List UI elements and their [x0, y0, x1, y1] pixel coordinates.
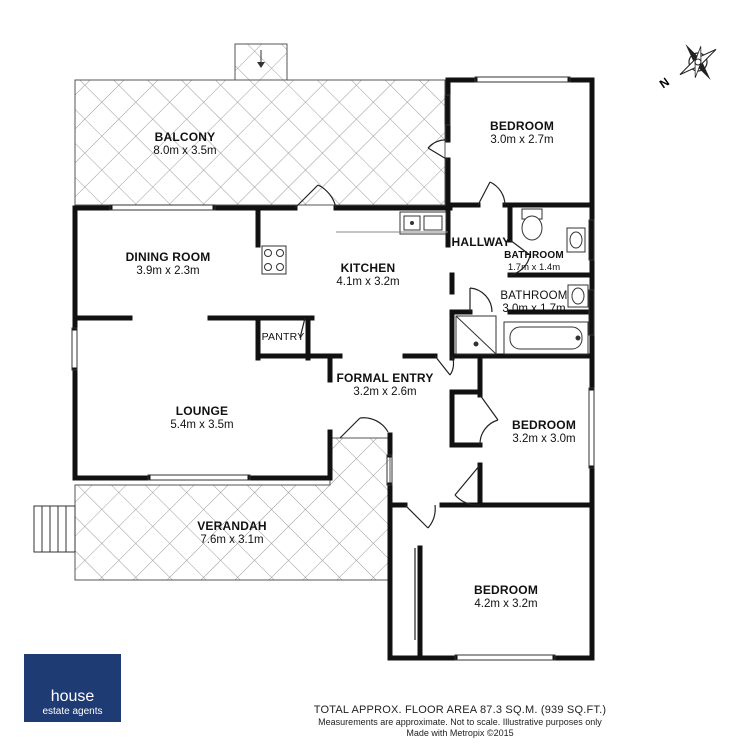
room-dining: DINING ROOM 3.9m x 2.3m [118, 250, 218, 277]
logo-line1: house [50, 688, 95, 705]
total-area: TOTAL APPROX. FLOOR AREA 87.3 SQ.M. (939… [313, 704, 607, 716]
room-dims: 8.0m x 3.5m [153, 145, 217, 157]
room-name: BATHROOM [504, 250, 564, 261]
room-name: BALCONY [154, 130, 216, 144]
room-dims: 3.2m x 2.6m [353, 386, 417, 398]
room-balcony: BALCONY 8.0m x 3.5m [135, 130, 235, 157]
disclaimer: Measurements are approximate. Not to sca… [318, 717, 602, 727]
room-name: DINING ROOM [125, 250, 211, 264]
room-name: HALLWAY [451, 235, 511, 249]
room-verandah: VERANDAH 7.6m x 3.1m [182, 519, 282, 546]
room-name: LOUNGE [175, 404, 229, 418]
compass-icon [679, 43, 717, 81]
room-dims: 3.9m x 2.3m [136, 265, 200, 277]
room-lounge: LOUNGE 5.4m x 3.5m [152, 404, 252, 431]
room-bathroom: BATHROOM 3.0m x 1.7m [494, 290, 574, 315]
walls [72, 77, 595, 661]
balcony-area [74, 43, 446, 206]
room-pantry: PANTRY [259, 331, 307, 343]
room-dims: 4.1m x 3.2m [336, 276, 400, 288]
room-bedroom-top: BEDROOM 3.0m x 2.7m [472, 119, 572, 146]
toilet-small-bath [521, 208, 543, 241]
room-name: BATHROOM [500, 290, 568, 302]
room-dims: 4.2m x 3.2m [474, 598, 538, 610]
basin-small-bath [566, 227, 586, 253]
agency-logo: house estate agents [24, 654, 121, 722]
windows [71, 76, 595, 661]
bathtub [503, 321, 589, 355]
fixtures [261, 208, 589, 355]
room-dims: 7.6m x 3.1m [200, 534, 264, 546]
room-dims: 1.7m x 1.4m [507, 262, 561, 273]
room-name: PANTRY [261, 331, 305, 343]
room-dims: 3.2m x 3.0m [512, 433, 576, 445]
room-name: FORMAL ENTRY [336, 371, 434, 385]
room-name: KITCHEN [340, 261, 396, 275]
room-name: VERANDAH [197, 519, 267, 533]
verandah-area [33, 437, 391, 581]
room-dims: 3.0m x 1.7m [502, 303, 566, 315]
room-dims: 5.4m x 3.5m [170, 419, 234, 431]
room-name: BEDROOM [511, 418, 577, 432]
room-hallway: HALLWAY [448, 235, 514, 249]
room-bedroom-bottom: BEDROOM 4.2m x 3.2m [456, 583, 556, 610]
room-bathroom-small: BATHROOM 1.7m x 1.4m [502, 250, 566, 273]
kitchen-stove [261, 245, 287, 275]
room-kitchen: KITCHEN 4.1m x 3.2m [318, 261, 418, 288]
room-name: BEDROOM [489, 119, 555, 133]
basin-bath [567, 284, 589, 308]
logo-line2: estate agents [42, 706, 103, 717]
room-name: BEDROOM [473, 583, 539, 597]
footer: TOTAL APPROX. FLOOR AREA 87.3 SQ.M. (939… [300, 704, 620, 738]
room-dims: 3.0m x 2.7m [490, 134, 554, 146]
room-formal-entry: FORMAL ENTRY 3.2m x 2.6m [332, 371, 438, 398]
shower [455, 315, 497, 355]
verandah-steps [33, 505, 76, 553]
credit: Made with Metropix ©2015 [406, 728, 514, 738]
doors [294, 139, 531, 640]
room-bedroom-mid: BEDROOM 3.2m x 3.0m [494, 418, 594, 445]
kitchen-sink [399, 211, 447, 235]
